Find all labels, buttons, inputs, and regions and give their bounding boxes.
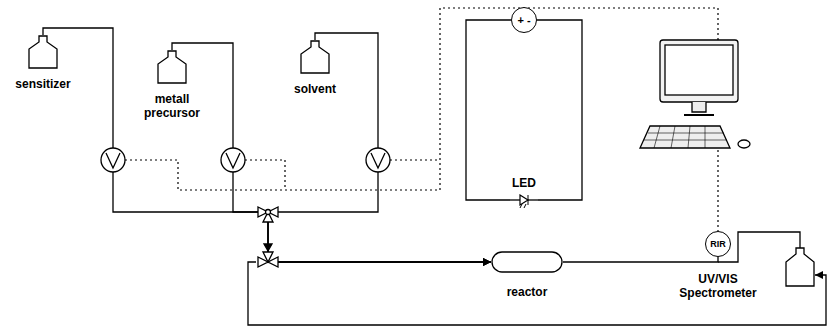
sensor-circle: RIR	[705, 231, 731, 257]
three-way-valve	[258, 207, 278, 222]
control-line	[245, 160, 285, 190]
control-lines	[125, 8, 718, 231]
computer-icon	[640, 40, 750, 148]
valve-symbol	[258, 252, 278, 267]
led-symbol: LED	[510, 176, 538, 208]
connector-layer	[43, 20, 718, 262]
node-label: + -	[517, 14, 530, 27]
node-label: RIR	[710, 239, 726, 250]
pump-symbol	[366, 148, 390, 172]
pipe-connector	[466, 20, 511, 200]
flow-arrow	[264, 244, 272, 251]
reservoir-bottle: solvent	[280, 40, 350, 96]
collection-bottle	[786, 248, 814, 286]
node-label: reactor	[491, 285, 563, 299]
node-label: LED	[510, 176, 538, 190]
instrument-label: UV/VIS Spectrometer	[672, 272, 764, 300]
reactor-vessel: reactor	[491, 251, 563, 299]
node-label: sensitizer	[8, 77, 78, 91]
diode-symbol	[510, 192, 538, 208]
illustration	[101, 8, 826, 325]
pipe-connector	[268, 33, 491, 262]
pipe-connector	[172, 43, 491, 262]
bottle-outline	[29, 36, 57, 68]
bottle-outline	[158, 51, 186, 83]
pump-symbol	[101, 148, 125, 172]
diode-bar	[520, 195, 528, 208]
bottle-outline	[301, 41, 329, 73]
node-label: solvent	[280, 82, 350, 96]
led-circuit-wire	[537, 20, 582, 200]
reservoir-bottle: metall precursor	[137, 50, 207, 120]
pipe-connector	[43, 28, 491, 262]
bottle-shape	[27, 35, 59, 69]
reactor-shape	[491, 251, 563, 273]
control-line	[390, 159, 440, 160]
control-line	[125, 160, 440, 190]
power-supply: + -	[511, 7, 537, 33]
reservoir-bottle: sensitizer	[8, 35, 78, 91]
node-label: metall precursor	[137, 92, 207, 120]
diode-triangle	[520, 195, 528, 205]
control-line	[717, 150, 718, 231]
pipe-connector	[563, 257, 718, 262]
reactor-outline	[492, 252, 562, 272]
bottle-shape	[156, 50, 188, 84]
bottle-shape	[299, 40, 331, 74]
pump-symbol	[221, 148, 245, 172]
